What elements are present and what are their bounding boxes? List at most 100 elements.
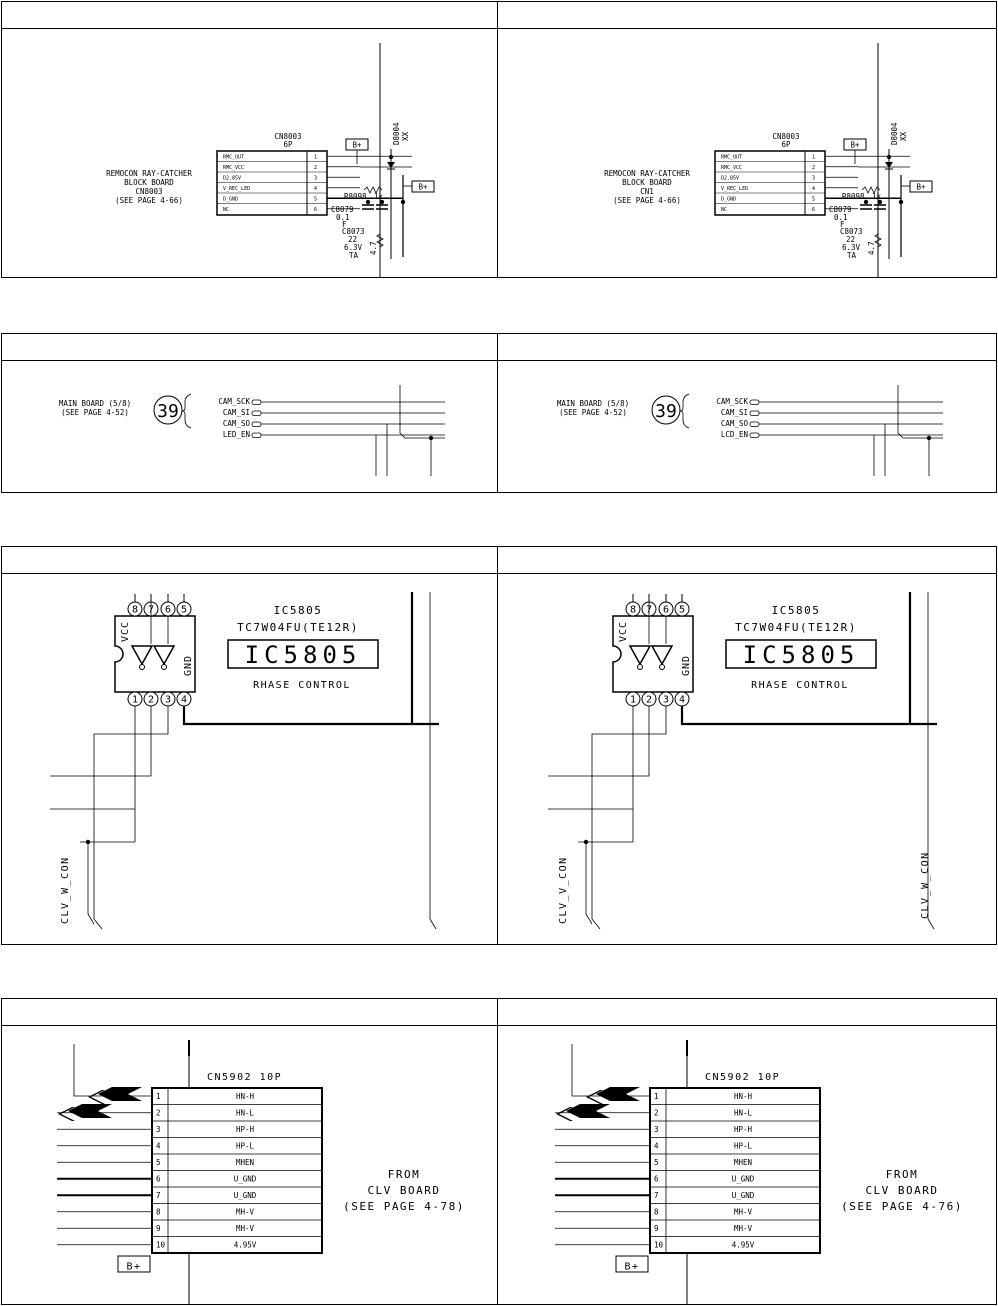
bplus-box <box>615 1255 649 1273</box>
ic-pin-number: 6 <box>663 605 669 616</box>
pin-number: 5 <box>654 1158 659 1167</box>
pin-name: HP-H <box>734 1125 753 1134</box>
pin-name: D_GND <box>721 197 736 203</box>
pin-number: 6 <box>314 207 317 213</box>
junction-dot <box>85 839 91 845</box>
connector-label: CN5902 10P <box>207 1072 282 1083</box>
signal-name: LED_EN <box>223 430 250 439</box>
board-page-ref: (SEE PAGE 4-66) <box>115 196 183 205</box>
ic-vcc-label: VCC <box>618 621 629 642</box>
junction-dot <box>926 435 932 441</box>
wire <box>93 706 169 930</box>
ic-pin-number: 4 <box>181 695 187 706</box>
pin-number: 8 <box>654 1208 659 1217</box>
pin-name: D2.85V <box>223 176 241 182</box>
net-label: CLV_V_CON <box>558 856 569 924</box>
junction-dot <box>583 839 589 845</box>
inverter-gate <box>628 645 652 666</box>
bplus-label: B+ <box>916 183 926 192</box>
pin-number: 1 <box>654 1092 659 1101</box>
pin-name: MH-V <box>236 1224 255 1233</box>
ic-pin-number: 8 <box>630 605 636 616</box>
arrow-chevron <box>566 1104 610 1118</box>
main-board-label: MAIN BOARD (5/8) <box>557 399 629 408</box>
ic-label: IC5805 <box>274 604 323 617</box>
connector-label: CN8003 <box>274 132 301 141</box>
wire <box>50 706 152 777</box>
connector-label: CN5902 10P <box>705 1072 780 1083</box>
wire <box>548 706 650 777</box>
pin-name: NC <box>721 207 727 213</box>
diode-label: D8004 <box>392 122 401 145</box>
resistor-small <box>874 233 882 248</box>
pin-name: U_GND <box>234 1175 257 1184</box>
ic-name-box <box>725 639 877 669</box>
pin-number: 10 <box>654 1241 664 1250</box>
pin-number: 1 <box>156 1092 161 1101</box>
section-header <box>2 547 996 574</box>
from-board: CLV BOARD <box>367 1184 440 1197</box>
signal-port <box>749 421 760 427</box>
ic-pin-number: 2 <box>148 695 154 706</box>
capacitor-type: TA <box>847 251 857 260</box>
wire <box>897 432 943 439</box>
ic-vcc-label: VCC <box>120 621 131 642</box>
signal-brace <box>679 393 690 429</box>
bplus-label: B+ <box>624 1262 639 1273</box>
net-label: CLV_W_CON <box>920 851 931 919</box>
pin-name: U_GND <box>234 1191 257 1200</box>
pin-name: NC <box>223 207 229 213</box>
pin-number: 7 <box>156 1191 161 1200</box>
from-page-ref: (SEE PAGE 4-76) <box>841 1200 963 1213</box>
main-board-page-ref: (SEE PAGE 4-52) <box>559 408 627 417</box>
ref-number: 39 <box>655 401 677 422</box>
capacitor-value: 0.1 <box>336 213 350 222</box>
pin-name: MH-V <box>734 1224 753 1233</box>
bplus-box <box>117 1255 151 1273</box>
connector-box <box>216 150 328 216</box>
wire <box>591 706 667 930</box>
section-header <box>2 334 996 361</box>
arrow-chevron <box>68 1104 112 1118</box>
ic-pin-number: 5 <box>181 605 187 616</box>
wire <box>548 706 634 810</box>
signal-port <box>251 432 262 438</box>
pin-name: HP-L <box>236 1142 255 1151</box>
signal-name: CAM_SCK <box>716 397 748 406</box>
capacitor-label: C8079 <box>331 205 354 214</box>
ic-pin-number: 3 <box>663 695 669 706</box>
ic-pin-circle <box>176 601 192 617</box>
signal-port <box>749 432 760 438</box>
board-connector-ref: CN1 <box>640 187 654 196</box>
junction-dot <box>428 435 434 441</box>
ref-circle <box>153 395 183 425</box>
signal-port <box>749 410 760 416</box>
pin-number: 1 <box>314 155 317 161</box>
from-label: FROM <box>388 1168 421 1181</box>
junction-dot <box>388 154 394 160</box>
main-board-page-ref: (SEE PAGE 4-52) <box>61 408 129 417</box>
pin-name: HN-L <box>734 1109 753 1118</box>
ref-circle <box>651 395 681 425</box>
pin-number: 7 <box>654 1191 659 1200</box>
junction-dot <box>877 199 883 205</box>
ground-wire <box>182 706 439 726</box>
ic-gnd-label: GND <box>681 655 692 676</box>
junction-dot <box>365 199 371 205</box>
arrow-chevron <box>58 1107 75 1121</box>
resistor-value: 1k <box>374 192 384 201</box>
wire <box>585 913 593 925</box>
ic-pin-number: 5 <box>679 605 685 616</box>
pin-name: RMC_OUT <box>223 155 244 161</box>
bplus-tag: B+ <box>843 138 867 151</box>
ic-body <box>612 615 694 693</box>
pin-number: 3 <box>654 1125 659 1134</box>
pin-number: 9 <box>156 1224 161 1233</box>
junction-dot <box>886 154 892 160</box>
pin-number: 3 <box>812 176 815 182</box>
